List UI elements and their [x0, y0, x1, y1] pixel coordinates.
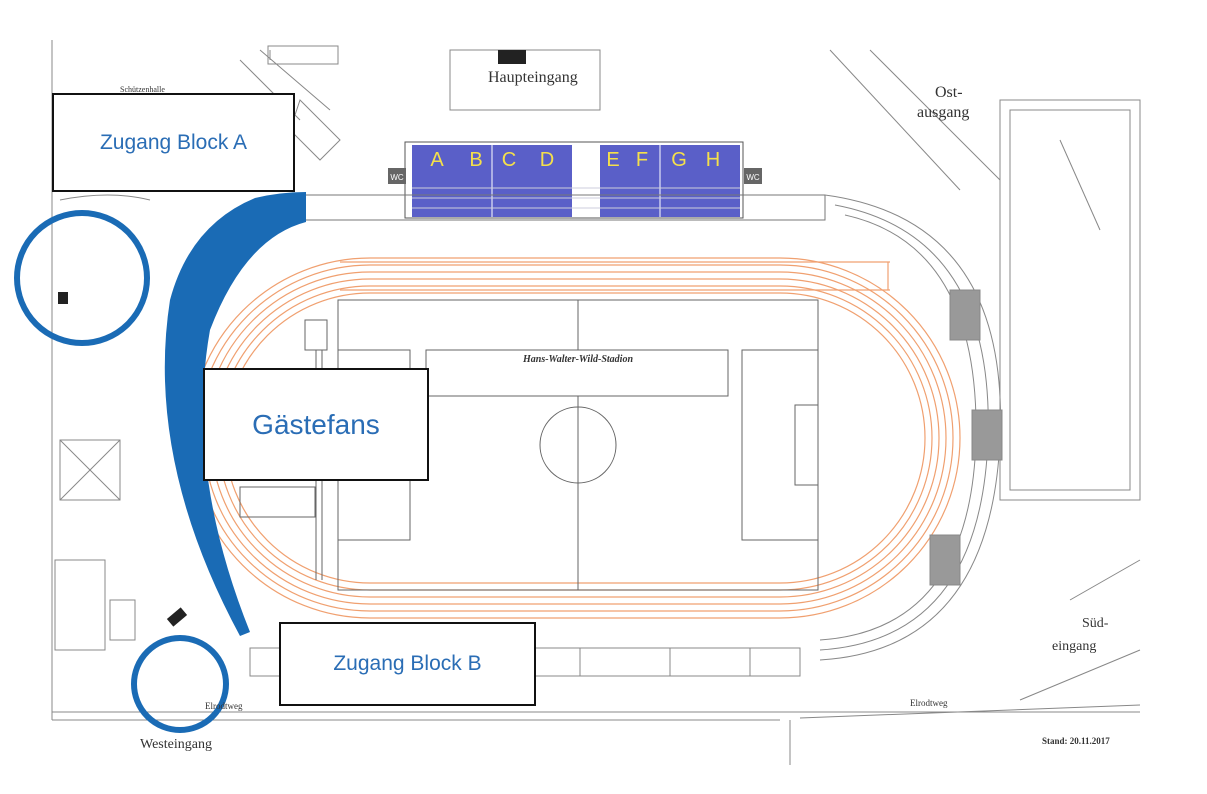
block-label-g: G: [671, 149, 687, 171]
street-label-top-left: Schützenhalle: [120, 85, 165, 94]
block-a-access-text: Zugang Block A: [99, 130, 248, 154]
block-labels: A B C D E F G H: [430, 149, 720, 171]
block-label-c: C: [502, 149, 516, 171]
block-label-a: A: [430, 149, 444, 171]
street-label-bottom-left: Elrodtweg: [205, 701, 243, 711]
block-label-e: E: [606, 149, 619, 171]
block-label-f: F: [636, 149, 648, 171]
guest-fans-area: [164, 192, 306, 636]
east-exit-label-line1: Ost-: [935, 84, 963, 101]
wc-label-right: WC: [746, 173, 760, 182]
street-label-bottom-right: Elrodtweg: [910, 698, 948, 708]
football-pitch: [239, 299, 819, 591]
block-label-b: B: [469, 149, 482, 171]
wc-label-left: WC: [390, 173, 404, 182]
south-entrance-label-line2: eingang: [1052, 639, 1096, 654]
stadium-name-label: Hans-Walter-Wild-Stadion: [522, 354, 633, 365]
guest-fans-callout: Gästefans: [203, 368, 429, 481]
main-entrance-label: Haupteingang: [488, 69, 578, 86]
west-entrance-label: Westeingang: [140, 737, 212, 752]
gate-icon: [166, 607, 188, 627]
east-exit-label-line2: ausgang: [917, 104, 969, 121]
block-a-access-callout: Zugang Block A: [52, 93, 295, 192]
block-b-access-callout: Zugang Block B: [279, 622, 536, 706]
guest-fans-text: Gästefans: [252, 408, 380, 440]
block-a-access-marker: [14, 210, 150, 346]
gate-icon: [498, 50, 526, 64]
block-label-d: D: [540, 149, 554, 171]
gate-icon: [58, 292, 68, 304]
block-b-access-text: Zugang Block B: [333, 652, 482, 675]
main-grandstand: [304, 141, 826, 221]
block-b-access-marker: [131, 635, 229, 733]
south-entrance-label-line1: Süd-: [1082, 616, 1109, 631]
stand-date-label: Stand: 20.11.2017: [1042, 736, 1110, 746]
block-label-h: H: [706, 149, 720, 171]
